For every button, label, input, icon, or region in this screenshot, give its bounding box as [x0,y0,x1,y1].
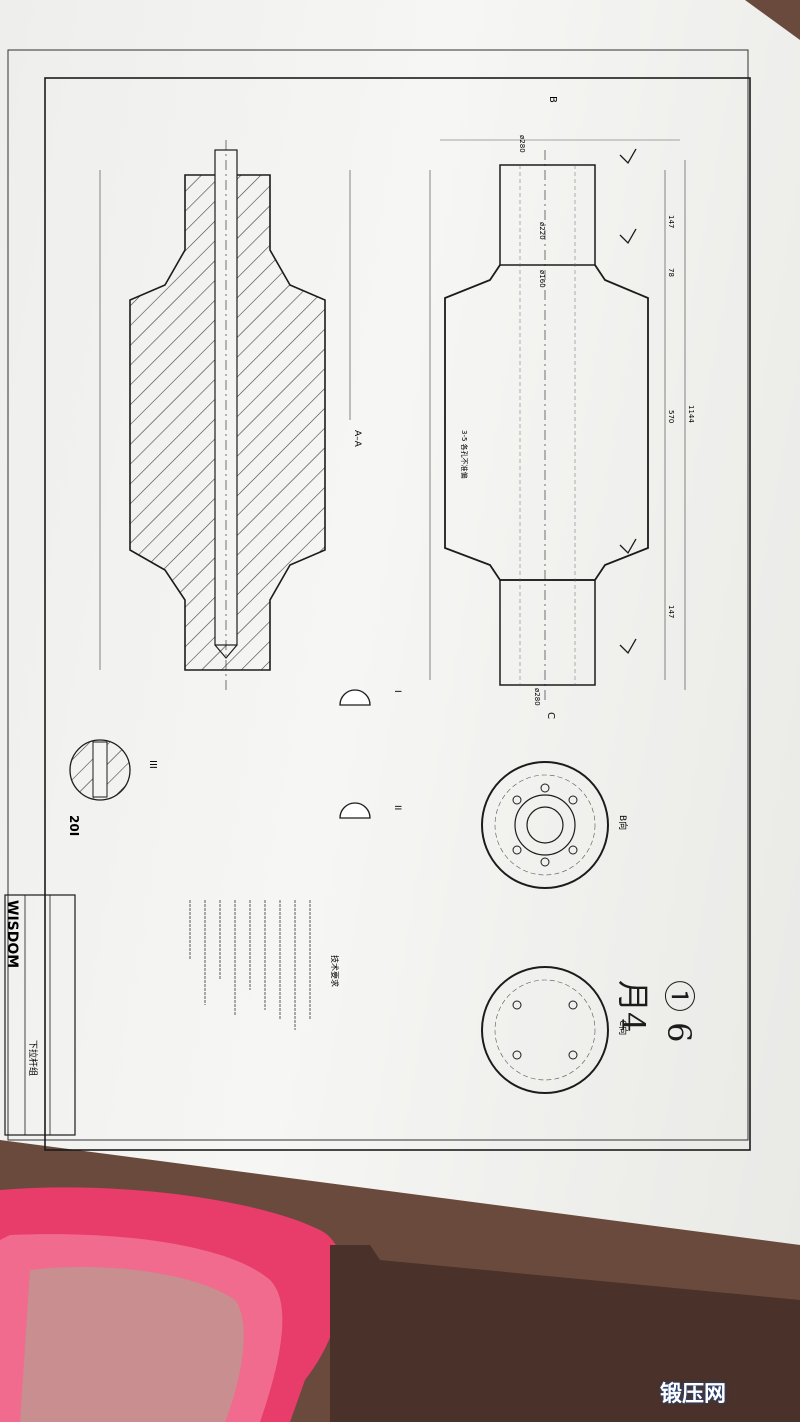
dim-body-dia: ø160 [538,270,546,288]
elevation-view: 3-5 各孔不准偏 ø280 ø280 ø220 ø160 570 1144 1… [429,96,695,719]
outer-frame [7,49,749,1141]
dim-right-od: ø280 [533,688,541,706]
inner-frame [44,77,751,1151]
view-c-title: C向 [617,1020,629,1035]
tech-requirements: 技术要求 [189,900,340,1030]
drawing-sheet [0,0,800,1245]
section-view-a: A–A [99,140,362,690]
company-logo: WISDOM [4,900,20,968]
background-floor [330,1230,800,1422]
inner-note: 3-5 各孔不准偏 [460,430,469,479]
handwritten-note: ① 6 月4 [614,980,698,1043]
view-b-title: B向 [617,815,629,830]
dim-end-len-1: 147 [667,215,675,228]
tech-req-title: 技术要求 [330,955,340,987]
watermark: 锻压网 [660,1382,727,1407]
view-label-c: C [545,712,556,719]
view-b: B向 [481,761,629,889]
pink-chair [0,1187,344,1422]
detail-views: I II III 20I [67,689,402,836]
section-label: A–A [352,430,362,448]
dim-body-len: 570 [667,410,675,423]
dim-left-od: ø280 [518,135,526,153]
dim-journal: ø220 [538,222,546,240]
dim-shoulder: 78 [667,268,675,277]
view-c: C向 [481,966,629,1094]
detail-size: 20I [67,815,81,836]
dim-total-len: 1144 [687,405,695,423]
dim-end-len-2: 147 [667,605,675,618]
part-name: 下拉杆组 [27,1040,39,1076]
detail-label-3: III [147,760,158,769]
view-label-b: B [547,96,558,103]
detail-label-2: II [392,805,402,810]
title-block: WISDOM 下拉杆组 [4,894,76,1136]
detail-label-1: I [392,690,402,693]
